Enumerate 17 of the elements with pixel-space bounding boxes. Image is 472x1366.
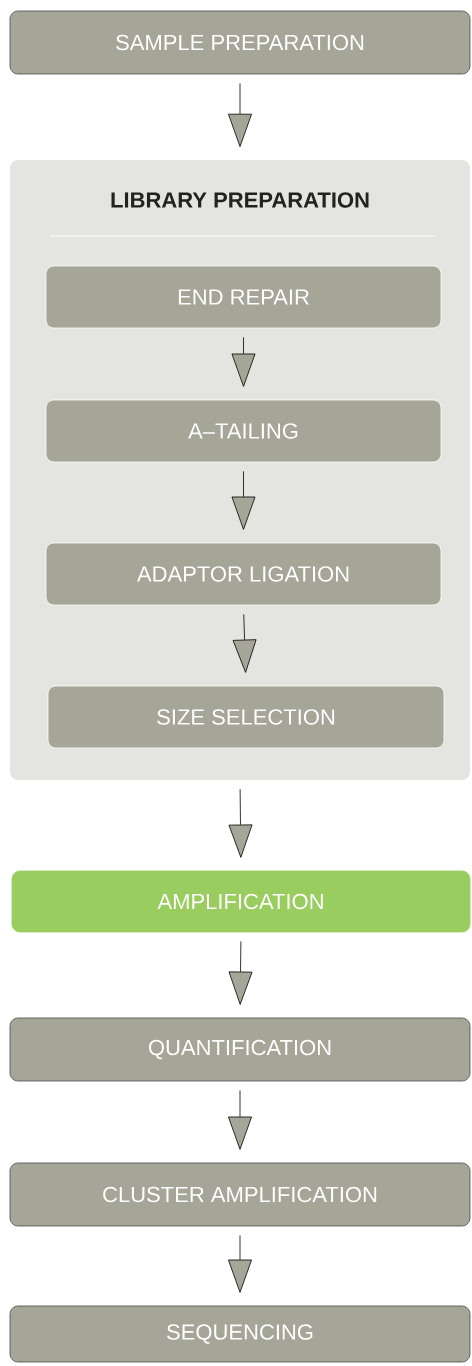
process-box: AMPLIFICATION [11, 870, 471, 933]
arrow [228, 941, 253, 1005]
process-box: END REPAIR [45, 265, 442, 329]
process-box: ADAPTOR LIGATION [45, 542, 442, 606]
arrow [228, 788, 253, 858]
arrow [231, 337, 256, 387]
process-box: A–TAILING [45, 399, 442, 463]
arrow [228, 83, 252, 147]
process-box: QUANTIFICATION [9, 1017, 471, 1082]
process-box: CLUSTER AMPLIFICATION [9, 1162, 471, 1227]
arrow [232, 614, 257, 673]
arrow [231, 471, 256, 530]
arrow [228, 1235, 252, 1293]
process-box: SAMPLE PREPARATION [9, 10, 471, 75]
process-box: SIZE SELECTION [47, 685, 445, 749]
process-box: SEQUENCING [9, 1305, 471, 1363]
arrow [228, 1090, 252, 1150]
